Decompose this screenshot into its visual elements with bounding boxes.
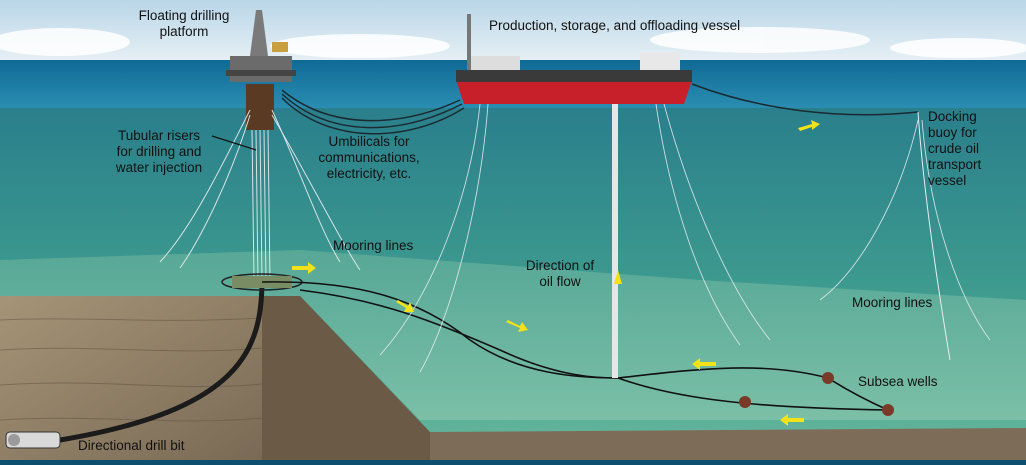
buoy-hose <box>691 83 919 116</box>
drill-bit-icon <box>5 431 61 449</box>
rock-strata <box>0 317 263 422</box>
rock-cutaway-slope <box>262 296 430 460</box>
mooring-lines-label-left: Mooring lines <box>333 238 414 253</box>
seafloor <box>0 250 1026 420</box>
central-riser <box>612 104 618 378</box>
mooring-lines-label-right: Mooring lines <box>852 295 933 310</box>
floating-platform-label: Floating drilling platform <box>138 8 230 39</box>
rock-cutaway-top <box>0 296 262 460</box>
risers <box>159 109 361 283</box>
riser-pointer-line <box>211 135 257 151</box>
rock-cutaway-front <box>430 428 1026 460</box>
umbilicals-label: Umbilicals for communications, electrici… <box>318 134 420 181</box>
mooring-lines <box>379 103 991 373</box>
subsea-wells-label: Subsea wells <box>858 374 938 389</box>
buoy-riser <box>917 111 951 361</box>
fpso-label: Production, storage, and offloading vess… <box>489 18 741 33</box>
subsea-well-icons <box>739 372 894 416</box>
floating-platform-icon <box>226 10 296 130</box>
drill-bit-label: Directional drill bit <box>78 438 185 453</box>
oil-flow-label: Direction of oil flow <box>525 258 595 289</box>
flow-arrows <box>292 120 820 426</box>
docking-buoy-label: Docking buoy for crude oil transport ves… <box>928 109 982 188</box>
sky <box>0 0 1026 62</box>
fpso-vessel-icon <box>456 14 692 104</box>
umbilicals <box>281 89 465 135</box>
risers-label: Tubular risers for drilling and water in… <box>115 128 203 175</box>
clouds <box>0 27 1026 58</box>
drill-pipe <box>59 279 265 443</box>
